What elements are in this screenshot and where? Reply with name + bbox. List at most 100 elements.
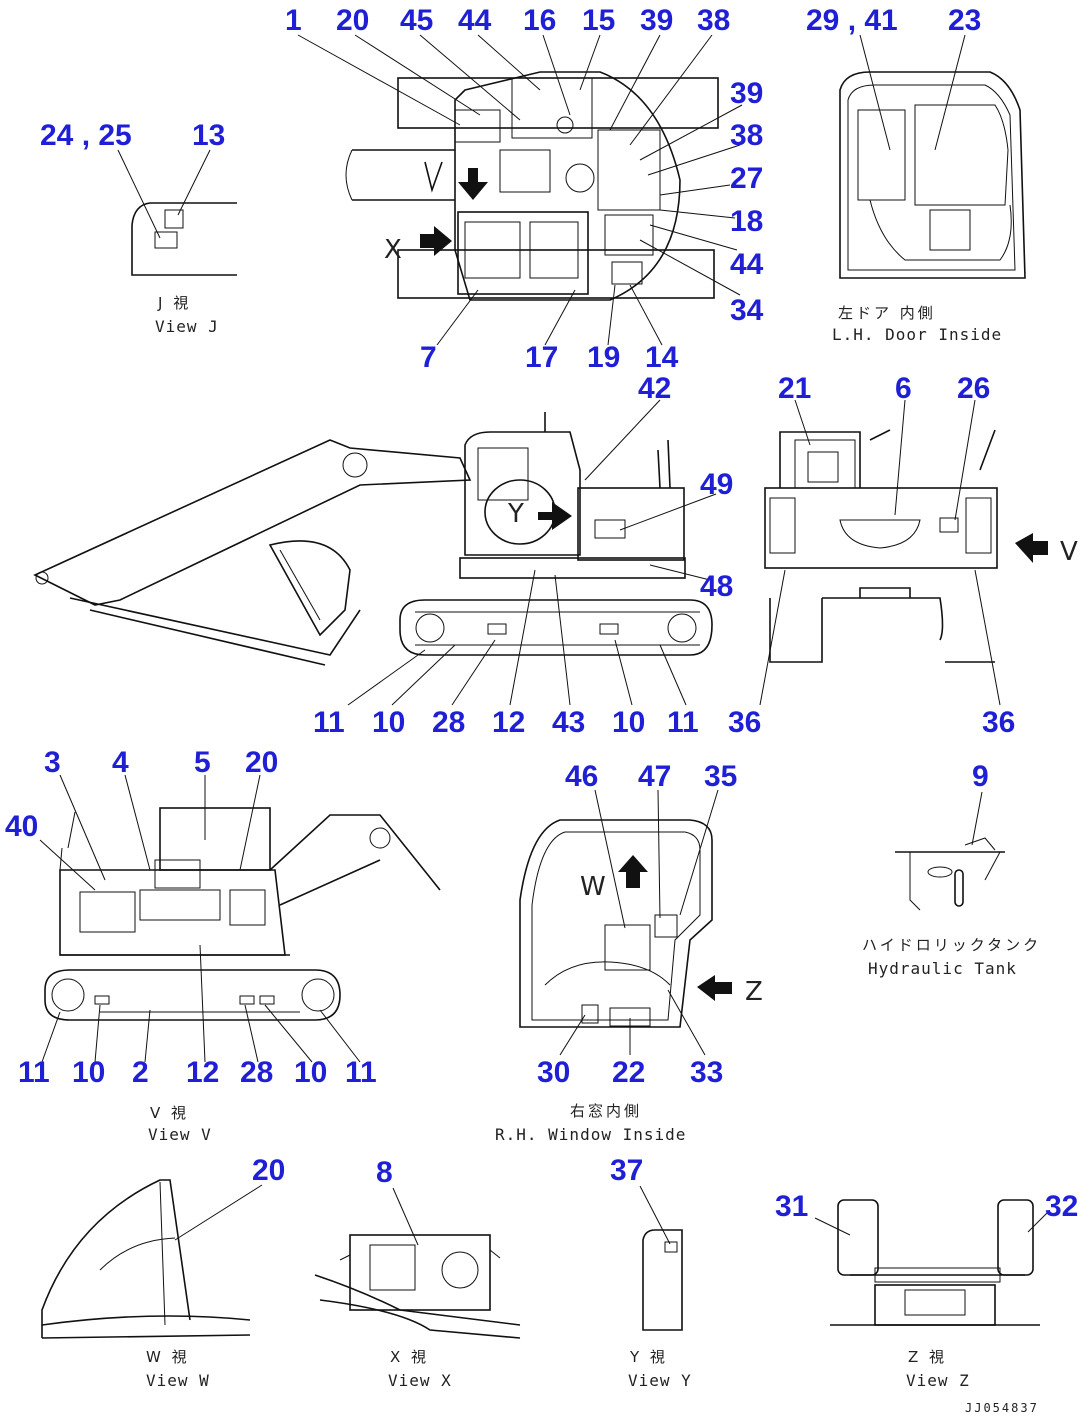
top-view-callouts: 1 20 45 44 16 15 39 38 39 38 27 18 44 34… (285, 4, 764, 374)
caption-en: R.H. Window Inside (495, 1125, 686, 1144)
caption-en: L.H. Door Inside (832, 325, 1002, 344)
callout: 4 (112, 746, 129, 779)
callout: 34 (730, 294, 764, 327)
mark-y: Y (507, 499, 524, 529)
callout: 24 , 25 (40, 119, 132, 152)
callout: 11 (18, 1056, 50, 1089)
caption-jp: W 視 (146, 1348, 190, 1366)
callout: 36 (982, 706, 1015, 739)
callout: 30 (537, 1056, 570, 1089)
callout: 20 (245, 746, 278, 779)
caption-en: View Y (628, 1371, 692, 1390)
caption-jp: 右窓内側 (570, 1102, 642, 1120)
top-view-drawing (345, 71, 719, 301)
door-drawing (839, 34, 1026, 279)
callout: 45 (400, 4, 433, 37)
callout: 35 (704, 760, 737, 793)
callout: 9 (972, 760, 989, 793)
callout: 23 (948, 4, 981, 37)
callout: 48 (700, 570, 733, 603)
callout: 39 (730, 77, 763, 110)
caption-jp: V 視 (150, 1104, 189, 1122)
callout: 6 (895, 372, 912, 405)
callout: 18 (730, 205, 763, 238)
view-y-drawing (639, 1185, 683, 1331)
caption-en: View Z (906, 1371, 970, 1390)
callout: 29 , 41 (806, 4, 898, 37)
callout: 44 (730, 248, 764, 281)
caption-jp: 左ドア 内側 (838, 304, 936, 322)
callout: 11 (667, 706, 699, 739)
hydraulic-tank-drawing (895, 791, 1005, 911)
callout: 14 (645, 341, 679, 374)
callout: 40 (5, 810, 38, 843)
callout: 13 (192, 119, 225, 152)
caption-jp: ハイドロリックタンク (862, 936, 1041, 954)
caption-en: Hydraulic Tank (868, 959, 1017, 978)
callout: 39 (640, 4, 673, 37)
caption-jp: Z 視 (908, 1348, 947, 1366)
callout: 10 (612, 706, 645, 739)
callout: 49 (700, 468, 733, 501)
side-view-drawing (33, 412, 713, 666)
callout: 15 (582, 4, 615, 37)
view-w-drawing (41, 1179, 263, 1339)
rear-view-drawing (759, 399, 1048, 706)
caption-jp: X 視 (390, 1348, 429, 1366)
callout: 28 (240, 1056, 273, 1089)
callout: 36 (728, 706, 761, 739)
callout: 10 (372, 706, 405, 739)
callout: 10 (72, 1056, 105, 1089)
callout: 2 (132, 1056, 149, 1089)
callout: 37 (610, 1154, 643, 1187)
callout: 8 (376, 1156, 393, 1189)
callout: 38 (730, 119, 763, 152)
view-z-drawing (814, 1199, 1049, 1326)
mark-v: V (1060, 537, 1078, 567)
drawing-reference: JJ054837 (965, 1401, 1039, 1415)
callout: 38 (697, 4, 730, 37)
caption-en: View X (388, 1371, 452, 1390)
callout: 22 (612, 1056, 645, 1089)
caption-jp: J 視 (157, 294, 191, 312)
caption-en: View J (155, 317, 219, 336)
callout: 5 (194, 746, 211, 779)
callout: 31 (775, 1190, 808, 1223)
callout: 17 (525, 341, 558, 374)
mark-x: X (384, 235, 402, 265)
callout: 12 (492, 706, 525, 739)
callout: 20 (336, 4, 369, 37)
view-v-drawing (44, 807, 441, 1021)
callout: 10 (294, 1056, 327, 1089)
callout: 43 (552, 706, 585, 739)
mark-z: Z (745, 977, 763, 1007)
view-v-leaders (39, 774, 361, 1063)
callout: 27 (730, 162, 763, 195)
callout: 46 (565, 760, 598, 793)
callout: 21 (778, 372, 811, 405)
callout: 28 (432, 706, 465, 739)
callout: 1 (285, 4, 302, 37)
callout: 3 (44, 746, 61, 779)
view-x-drawing (314, 1187, 521, 1339)
mark-w: W (580, 872, 606, 902)
callout: 11 (345, 1056, 377, 1089)
callout: 26 (957, 372, 990, 405)
callout: 16 (523, 4, 556, 37)
callout: 12 (186, 1056, 219, 1089)
callout: 20 (252, 1154, 285, 1187)
top-view-leaders (297, 34, 743, 346)
callout: 7 (420, 341, 437, 374)
callout: 33 (690, 1056, 723, 1089)
side-view-leaders (347, 399, 717, 706)
callout: 44 (458, 4, 492, 37)
callout: 11 (313, 706, 345, 739)
caption-en: View W (146, 1371, 210, 1390)
caption-jp: Y 視 (629, 1348, 668, 1366)
callout: 19 (587, 341, 620, 374)
callout: 32 (1045, 1190, 1078, 1223)
caption-en: View V (148, 1125, 212, 1144)
callout: 47 (638, 760, 671, 793)
view-j-drawing (117, 149, 237, 276)
